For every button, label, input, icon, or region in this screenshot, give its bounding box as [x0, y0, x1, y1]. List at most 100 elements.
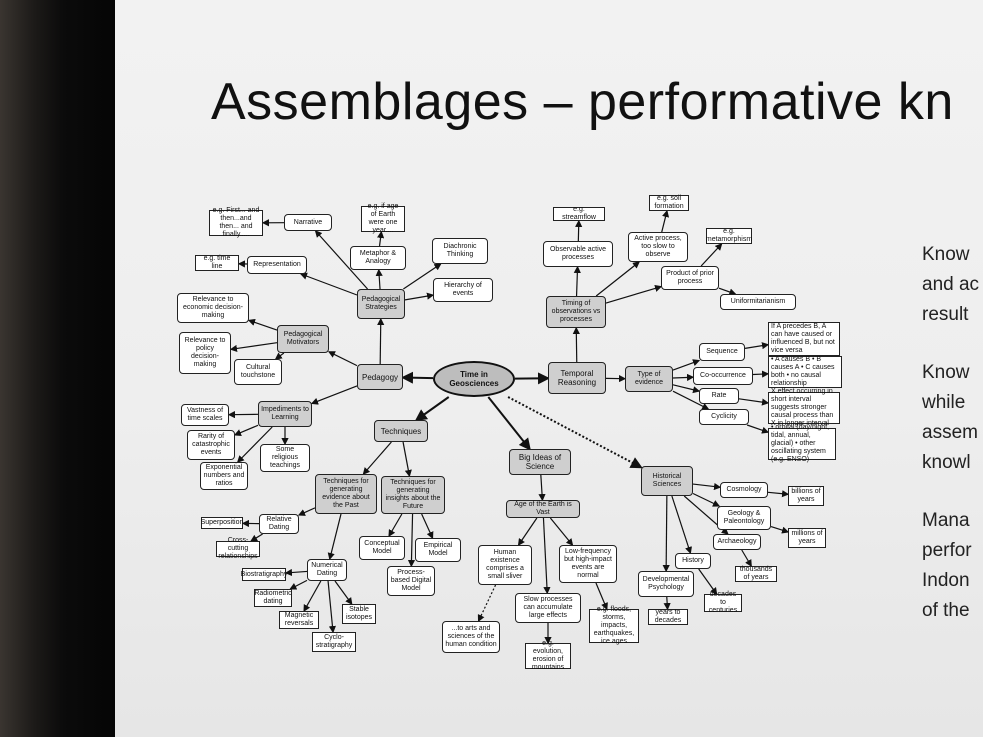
side-text-line: Indon: [922, 570, 970, 591]
edge-lowfreq-to-eg-floods: [595, 582, 608, 611]
node-thousands: thousands of years: [735, 566, 777, 582]
node-center: Time in Geosciences: [433, 361, 515, 397]
edge-ageearth-to-lowfreq: [549, 517, 574, 546]
edge-history-to-decades: [698, 568, 718, 595]
node-cyclo: Cyclo-stratigraphy: [312, 632, 356, 652]
node-arts: ...to arts and sciences of the human con…: [442, 621, 500, 653]
node-representation: Representation: [247, 256, 307, 274]
node-conceptual: Conceptual Model: [359, 536, 405, 560]
node-narrative: Narrative: [284, 214, 332, 231]
edge-pedstrat-to-metaphor: [375, 268, 383, 290]
node-cooccurrence: Co-occurrence: [693, 367, 753, 385]
edge-pedstrat-to-representation: [299, 272, 358, 296]
edge-relative-to-crosscut: [250, 533, 263, 542]
node-rarity: Rarity of catastrophic events: [187, 430, 235, 460]
edge-ageearth-to-human: [517, 517, 538, 546]
edge-numerical-to-magnetic: [303, 580, 322, 613]
edge-impediments-to-exponential: [236, 426, 273, 463]
edge-pedmot-to-rel-policy: [229, 342, 278, 353]
edge-pedagogy-to-pedmot: [327, 351, 358, 367]
edge-pedmot-to-rel-econ: [247, 318, 278, 331]
node-seq-desc: If A precedes B, A can have caused or in…: [768, 322, 840, 356]
edge-pedmot-to-cultural: [274, 352, 285, 360]
edge-cooccurrence-to-cooc-desc: [752, 370, 770, 378]
edge-product-to-uniformitarianism: [718, 287, 737, 296]
node-sequence: Sequence: [699, 343, 745, 361]
node-streamflow: e.g. streamflow: [553, 206, 605, 221]
edge-center-to-historical: [507, 396, 643, 469]
edge-impediments-to-rarity: [233, 424, 259, 436]
edge-tech-future-to-conceptual: [388, 513, 403, 538]
edge-cosmology-to-billions: [767, 490, 790, 498]
node-crosscut: Cross-cutting relationships: [216, 537, 260, 560]
node-biostrat: Biostratigraphy: [241, 568, 287, 581]
side-text-line: knowl: [922, 452, 971, 473]
edge-bigideas-to-ageearth: [538, 474, 546, 502]
node-timing: Timing of observations vs processes: [546, 296, 606, 328]
side-text-line: of the: [922, 600, 970, 621]
edge-observable-to-streamflow: [575, 219, 583, 242]
node-devpsych: Developmental Psychology: [638, 571, 694, 597]
node-soil: e.g. soil formation: [649, 195, 689, 211]
node-hierarchy: Hierarchy of events: [433, 278, 493, 302]
screen-bezel: [0, 0, 115, 737]
node-impediments: Impediments to Learning: [258, 401, 312, 427]
edge-tech-future-to-empirical: [421, 513, 434, 540]
node-decades: decades to centuries: [704, 591, 742, 614]
edge-numerical-to-stable: [334, 580, 353, 605]
node-numerical: Numerical Dating: [307, 559, 347, 581]
node-billions: billions of years: [788, 486, 824, 506]
node-temporal: Temporal Reasoning: [548, 362, 606, 394]
node-rate-desc: X effect occurring in short interval sug…: [768, 388, 840, 427]
edge-pedagogy-to-impediments: [310, 385, 358, 405]
node-cyclicity: Cyclicity: [699, 409, 749, 425]
node-stable: Stable isotopes: [342, 604, 376, 624]
node-cultural: Cultural touchstone: [234, 359, 282, 385]
side-text-line: while: [922, 392, 966, 413]
node-pedmot: Pedagogical Motivators: [277, 325, 329, 353]
side-text-line: Mana: [922, 510, 970, 531]
edge-evidence-to-cyclicity: [672, 390, 710, 410]
edge-numerical-to-radiometric: [289, 579, 308, 590]
presentation-slide: Assemblages – performative kn Time in Ge…: [115, 0, 983, 737]
edge-pedstrat-to-narrative: [314, 230, 369, 290]
edge-tech-past-to-numerical: [327, 513, 342, 561]
node-years: years to decades: [648, 609, 688, 625]
edge-evidence-to-rate: [672, 384, 701, 394]
edge-timing-to-product: [605, 284, 663, 304]
node-radiometric: Radiometric dating: [254, 589, 292, 607]
edge-center-to-bigideas: [487, 396, 531, 451]
edge-active-slow-to-soil: [661, 209, 670, 233]
node-geology: Geology & Paleontology: [717, 506, 771, 530]
node-eg-first: e.g. First... and then...and then... and…: [209, 207, 263, 238]
side-text-line: assem: [922, 422, 978, 443]
node-tech-future: Techniques for generating insights about…: [381, 476, 445, 514]
node-rate: Rate: [699, 388, 739, 404]
edge-historical-to-devpsych: [662, 495, 670, 573]
node-techniques: Techniques: [374, 420, 428, 442]
edge-evidence-to-cooccurrence: [672, 373, 695, 382]
node-diachronic: Diachronic Thinking: [432, 238, 488, 264]
edge-tech-future-to-process: [407, 513, 416, 568]
node-eg-floods: e.g. floods, storms, impacts, earthquake…: [589, 606, 639, 645]
edge-pedagogy-to-pedstrat: [377, 317, 385, 365]
node-tech-past: Techniques for generating evidence about…: [315, 474, 377, 514]
edge-temporal-to-timing: [572, 326, 580, 363]
edge-rate-to-rate-desc: [738, 398, 770, 406]
node-relative: Relative Dating: [259, 514, 299, 534]
edge-archaeology-to-thousands: [741, 549, 752, 568]
node-observable: Observable active processes: [543, 241, 613, 267]
edge-numerical-to-cyclo: [327, 580, 337, 634]
edge-timing-to-observable: [573, 265, 581, 297]
node-bigideas: Big Ideas of Science: [509, 449, 571, 475]
node-ageearth: Age of the Earth is Vast: [506, 500, 580, 518]
node-religious: Some religious teachings: [260, 444, 310, 472]
edge-techniques-to-tech-future: [402, 441, 412, 478]
edge-historical-to-cosmology: [692, 482, 722, 491]
slide-title: Assemblages – performative kn: [211, 73, 954, 131]
edge-evidence-to-sequence: [672, 359, 701, 371]
